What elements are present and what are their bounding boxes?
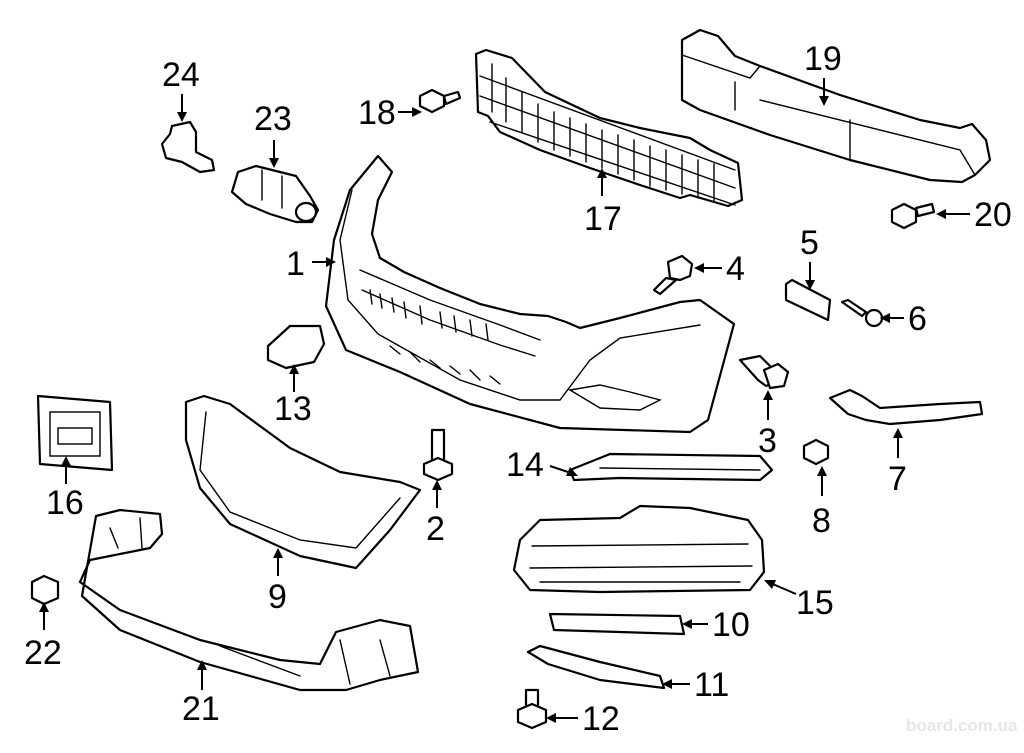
callout-11: 11 [662, 666, 729, 704]
callout-12: 12 [546, 700, 620, 738]
callout-label: 23 [254, 100, 292, 138]
callout-18: 18 [358, 94, 422, 132]
callout-label: 5 [800, 224, 819, 262]
part-bolt-8 [802, 438, 830, 466]
callout-19: 19 [804, 40, 842, 106]
part-reinforcement-bar [568, 452, 774, 482]
callout-label: 10 [712, 606, 750, 644]
callout-1: 1 [286, 245, 336, 283]
callout-16: 16 [46, 456, 84, 522]
part-clip-4 [652, 254, 694, 296]
watermark: board.com.ua [906, 716, 1018, 735]
part-lower-molding [526, 644, 666, 690]
callout-4: 4 [694, 250, 745, 288]
callout-label: 22 [24, 634, 62, 672]
callout-label: 1 [286, 245, 305, 283]
callout-label: 2 [426, 510, 445, 548]
callout-label: 19 [804, 40, 842, 78]
part-bolt-12 [516, 688, 548, 730]
callout-24: 24 [162, 56, 200, 122]
part-tow-hook-cover [266, 324, 326, 370]
callout-3: 3 [758, 390, 777, 460]
callout-13: 13 [274, 364, 312, 428]
callout-label: 3 [758, 422, 777, 460]
callout-23: 23 [254, 100, 292, 168]
part-energy-absorber [474, 48, 744, 208]
part-fog-lamp-bezel [512, 504, 766, 594]
callout-2: 2 [426, 480, 445, 548]
callout-label: 6 [908, 300, 927, 338]
part-impact-bar [680, 28, 992, 184]
part-bolt-18 [418, 88, 462, 114]
callout-label: 16 [46, 484, 84, 522]
part-push-pin-22 [30, 574, 60, 606]
callout-21: 21 [182, 660, 220, 728]
part-license-plate-bracket [36, 394, 114, 472]
callout-label: 12 [582, 700, 620, 738]
callout-label: 14 [506, 446, 544, 484]
part-bolt-20 [890, 202, 936, 230]
callout-9: 9 [268, 548, 287, 616]
part-bracket-pad [784, 278, 832, 322]
part-bolt-2 [422, 428, 454, 482]
part-splash-shield [78, 508, 420, 692]
part-trim-strip [548, 612, 686, 636]
callout-label: 20 [974, 196, 1012, 234]
part-lower-grille-trim [184, 394, 422, 570]
callout-label: 8 [812, 502, 831, 540]
callout-label: 13 [274, 390, 312, 428]
part-rivet-6 [840, 298, 884, 328]
callout-label: 18 [358, 94, 396, 132]
part-park-sensor [230, 164, 320, 224]
callout-label: 15 [796, 584, 834, 622]
callout-6: 6 [880, 300, 927, 338]
part-side-bracket [828, 388, 984, 426]
callout-14: 14 [506, 446, 578, 484]
callout-label: 9 [268, 578, 287, 616]
callout-7: 7 [888, 428, 907, 498]
part-push-clip-3 [738, 354, 790, 390]
callout-label: 7 [888, 460, 907, 498]
callout-label: 24 [162, 56, 200, 94]
callout-17: 17 [584, 168, 622, 238]
callout-label: 17 [584, 200, 622, 238]
callout-8: 8 [812, 466, 831, 540]
callout-label: 21 [182, 690, 220, 728]
part-bumper-cover [324, 154, 736, 434]
part-sensor-retainer [160, 120, 216, 174]
callout-label: 11 [694, 666, 729, 704]
callout-22: 22 [24, 602, 62, 672]
callout-15: 15 [764, 580, 834, 622]
callout-5: 5 [800, 224, 819, 290]
callout-20: 20 [936, 196, 1012, 234]
callout-label: 4 [726, 250, 745, 288]
callout-10: 10 [682, 606, 750, 644]
